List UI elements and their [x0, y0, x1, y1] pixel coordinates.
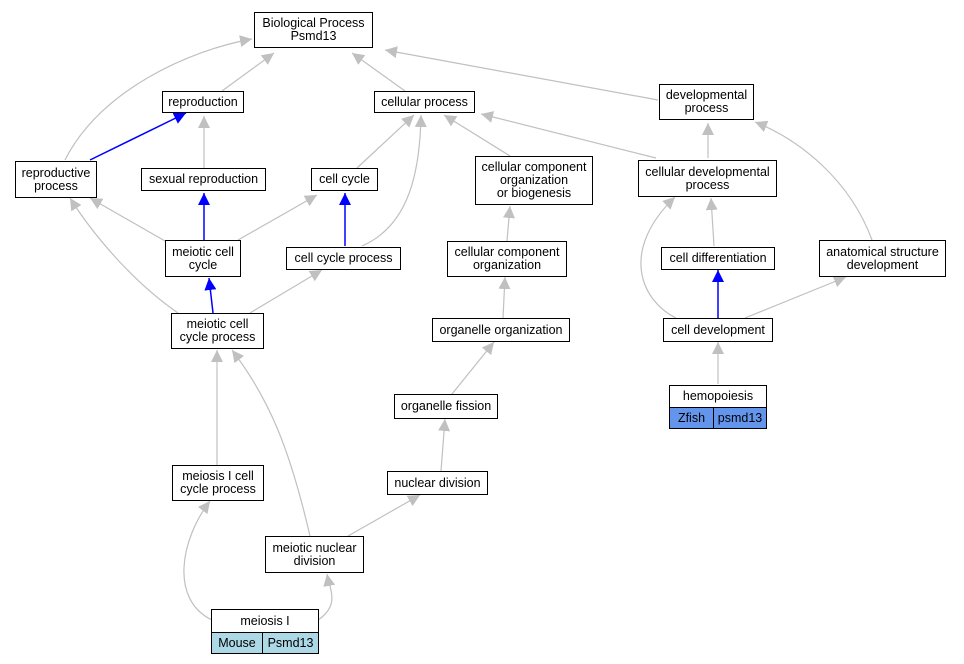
edge-mccp-to-meiotic-cc-blue	[204, 277, 217, 314]
species-cell: Mouse	[212, 633, 262, 653]
node-cellular-process[interactable]: cellular process	[374, 91, 475, 113]
gene-cell: Psmd13	[262, 633, 318, 653]
edge-ccp-to-cellular-process	[361, 114, 427, 247]
node-cell-cycle-process[interactable]: cell cycle process	[286, 247, 401, 270]
edge-cell-dev-to-cellular-dev	[640, 196, 677, 319]
node-hemopoiesis[interactable]: hemopoiesis Zfish psmd13	[669, 385, 767, 429]
edge-mnd-to-mccp	[231, 349, 311, 537]
gene-annotation-row: Zfish psmd13	[670, 407, 766, 428]
edge-reproductive-to-bp	[64, 35, 253, 161]
edge-ccob-to-cellular-process	[443, 114, 511, 157]
edge-cellular-process-to-bp	[351, 52, 406, 92]
edge-reproductive-to-reproduction-blue	[89, 112, 187, 161]
edge-anat-dev-to-developmental	[754, 120, 873, 241]
edge-nuclear-division-to-organelle-fission	[438, 418, 451, 472]
gene-annotation-row: Mouse Psmd13	[212, 632, 318, 653]
edge-meiosis-i-to-meiosis-i-ccp	[183, 500, 213, 621]
edge-mnd-to-nuclear-division	[347, 494, 421, 537]
node-nuclear-division[interactable]: nuclear division	[387, 471, 488, 495]
edge-cell-cycle-to-cellular-process	[356, 114, 415, 169]
node-term-label: meiosis I	[240, 613, 290, 628]
edge-cell-dev-to-anat-dev	[744, 275, 847, 319]
edge-organelle-org-to-cco	[498, 276, 511, 319]
gene-cell: psmd13	[713, 408, 766, 428]
node-sexual-reproduction[interactable]: sexual reproduction	[141, 168, 266, 191]
node-term-label: hemopoiesis	[682, 389, 754, 403]
node-organelle-organization[interactable]: organelle organization	[432, 318, 570, 342]
edge-meiotic-cc-to-reproductive	[89, 197, 166, 242]
edge-reproduction-to-bp	[221, 52, 275, 92]
edge-meiotic-cc-to-cell-cycle	[237, 194, 318, 241]
edge-cellular-dev-to-cellular-process	[480, 111, 657, 159]
node-cell-development[interactable]: cell development	[663, 318, 773, 342]
edge-cco-to-ccob	[502, 205, 515, 242]
edge-mccp-to-ccp	[249, 269, 323, 314]
node-reproduction[interactable]: reproduction	[162, 91, 244, 113]
edge-cell-diff-to-cellular-dev	[705, 197, 718, 247]
node-cell-cycle[interactable]: cell cycle	[311, 168, 378, 191]
edge-meiosis-i-to-mnd	[317, 573, 336, 621]
node-organelle-fission[interactable]: organelle fission	[394, 394, 498, 419]
node-meiosis-i[interactable]: meiosis I Mouse Psmd13	[211, 609, 319, 654]
species-cell: Zfish	[670, 408, 713, 428]
edge-mccp-to-reproductive	[69, 197, 179, 314]
edge-developmental-to-bp	[384, 46, 659, 101]
node-cell-differentiation[interactable]: cell differentiation	[661, 247, 775, 270]
edge-organelle-fission-to-organelle-org	[451, 341, 495, 395]
